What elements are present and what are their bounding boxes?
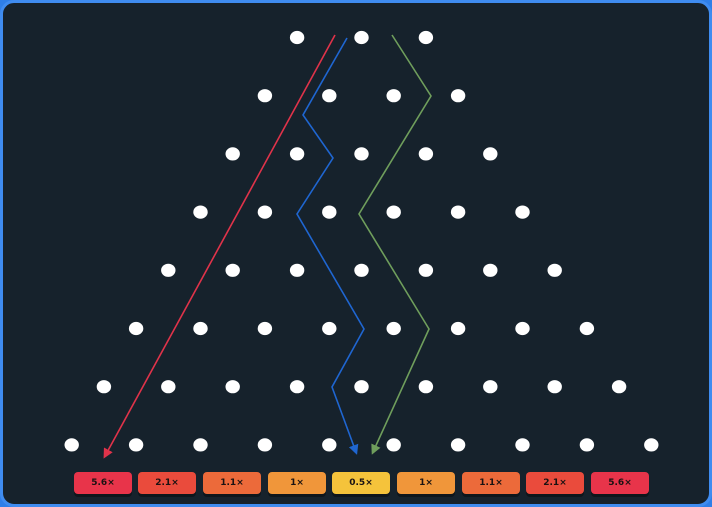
peg: [193, 205, 208, 219]
peg: [386, 205, 401, 219]
peg: [483, 380, 498, 394]
peg: [450, 89, 466, 103]
peg: [418, 147, 434, 161]
multiplier-row: 5.6× 2.1× 1.1× 1× 0.5× 1× 1.1× 2.1× 5.6×: [3, 3, 709, 504]
peg: [225, 380, 240, 394]
peg: [386, 89, 401, 103]
multiplier-slot[interactable]: 5.6×: [74, 472, 132, 494]
peg: [644, 438, 659, 452]
peg: [579, 438, 595, 452]
peg: [611, 380, 627, 394]
peg: [515, 205, 530, 219]
multiplier-slot[interactable]: 1×: [397, 472, 455, 494]
peg: [483, 147, 498, 161]
ball-paths: [103, 34, 432, 459]
peg: [354, 263, 369, 277]
peg: [547, 380, 562, 394]
peg: [289, 380, 305, 394]
peg: [515, 438, 530, 452]
peg: [450, 205, 466, 219]
peg: [354, 380, 369, 394]
peg: [64, 438, 79, 452]
peg-grid: [64, 30, 659, 452]
red-path: [103, 34, 336, 459]
peg: [547, 263, 562, 277]
peg: [322, 205, 337, 219]
peg: [289, 30, 305, 45]
blue-path: [296, 37, 365, 455]
peg: [193, 438, 208, 452]
peg: [450, 321, 466, 336]
peg: [386, 321, 401, 336]
peg: [418, 30, 434, 45]
multiplier-slot[interactable]: 1.1×: [203, 472, 261, 494]
peg: [322, 438, 337, 452]
peg: [161, 380, 176, 394]
peg: [450, 438, 466, 452]
peg: [96, 380, 112, 394]
peg: [418, 380, 434, 394]
peg: [128, 438, 144, 452]
peg: [128, 321, 144, 336]
peg: [257, 205, 273, 219]
peg: [483, 263, 498, 277]
peg: [579, 321, 595, 336]
peg: [322, 321, 337, 336]
multiplier-slot[interactable]: 1.1×: [462, 472, 520, 494]
peg: [257, 321, 273, 336]
multiplier-slot[interactable]: 1×: [268, 472, 326, 494]
peg: [289, 263, 305, 277]
peg: [161, 263, 176, 277]
multiplier-slot[interactable]: 2.1×: [526, 472, 584, 494]
peg: [386, 438, 401, 452]
green-path: [358, 34, 432, 455]
multiplier-slot[interactable]: 0.5×: [332, 472, 390, 494]
peg: [225, 147, 240, 161]
peg: [354, 30, 369, 45]
peg: [225, 263, 240, 277]
peg: [354, 147, 369, 161]
peg: [418, 263, 434, 277]
peg: [289, 147, 305, 161]
peg: [322, 89, 337, 103]
peg: [257, 438, 273, 452]
multiplier-slot[interactable]: 2.1×: [138, 472, 196, 494]
peg: [515, 321, 530, 336]
peg: [257, 89, 273, 103]
peg-board: [64, 30, 659, 459]
peg: [193, 321, 208, 336]
multiplier-slot[interactable]: 5.6×: [591, 472, 649, 494]
